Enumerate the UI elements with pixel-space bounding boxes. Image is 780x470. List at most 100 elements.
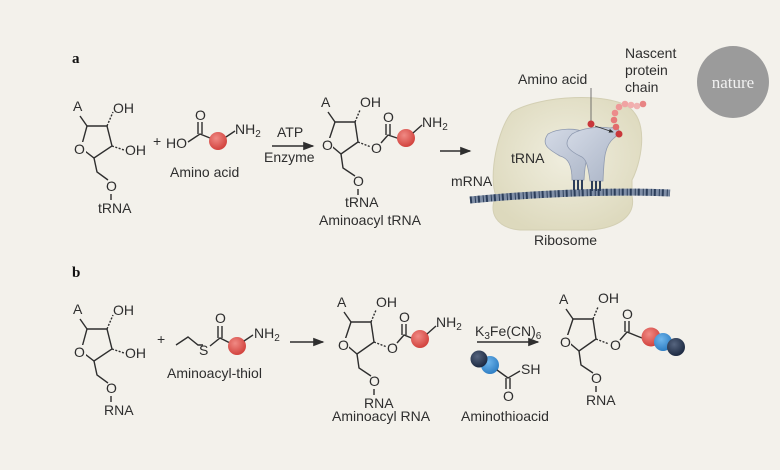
ribose-rna-reactant: A O OH OH O RNA <box>73 301 146 418</box>
hydroxyl-top: OH <box>360 94 381 110</box>
ester-oxygen: O <box>387 340 398 356</box>
wedge-bond <box>327 111 336 123</box>
trna-label: tRNA <box>511 150 545 166</box>
peptide-transfer-arrow <box>594 125 614 133</box>
nascent-label: Nascent <box>625 45 676 61</box>
adenine-label: A <box>337 294 347 310</box>
thiol-label: SH <box>521 361 540 377</box>
carbonyl-double-bond <box>385 124 391 135</box>
trna-attached-label: tRNA <box>345 194 379 210</box>
aminoacyl-trna-caption: Aminoacyl tRNA <box>319 212 422 228</box>
carbonyl-oxygen: O <box>503 388 514 404</box>
aminoacyl-thiol-caption: Aminoacyl-thiol <box>167 365 262 381</box>
mrna-codons <box>469 188 671 204</box>
ring-oxygen: O <box>322 137 333 153</box>
thioacid-bond <box>496 369 521 379</box>
bond <box>243 334 254 342</box>
carbonyl-double-bond <box>217 326 223 338</box>
anticodon-marks <box>573 180 601 191</box>
amine-label: NH2 <box>422 114 448 133</box>
linker-oxygen: O <box>369 373 380 389</box>
aminoacyl-rna-caption: Aminoacyl RNA <box>332 408 431 424</box>
ring-oxygen: O <box>338 337 349 353</box>
c5-bond <box>340 153 356 177</box>
rna-attached-label: RNA <box>104 402 134 418</box>
bond <box>412 124 423 134</box>
carbonyl-oxygen: O <box>399 309 410 325</box>
hashed-bond <box>370 309 377 323</box>
plus-sign: + <box>157 331 165 347</box>
ethyl-bond <box>175 336 203 346</box>
carbonyl-double-bond <box>197 122 203 134</box>
c5-bond <box>93 360 109 384</box>
amine-label: NH2 <box>235 121 261 140</box>
wedge-bond <box>79 318 88 330</box>
linker-oxygen: O <box>106 380 117 396</box>
linker-oxygen: O <box>106 178 117 194</box>
carbonyl-oxygen: O <box>215 310 226 326</box>
wedge-bond <box>565 308 574 320</box>
adenine-label: A <box>73 98 83 114</box>
amine-label: NH2 <box>436 314 462 333</box>
hydroxyl-top: OH <box>113 100 134 116</box>
hashed-bond <box>106 111 114 127</box>
adenine-label: A <box>559 291 569 307</box>
aminoacyl-trna-molecule: A O OH O O NH2 O tRNA Aminoacyl tRNA <box>319 94 448 228</box>
bond <box>426 325 437 335</box>
hashed-bond <box>354 109 361 123</box>
hashed-bond <box>111 145 125 151</box>
carbonyl-double-bond <box>401 324 407 335</box>
atp-label: ATP <box>277 124 303 140</box>
mrna-label: mRNA <box>451 173 493 189</box>
ester-bond <box>380 134 401 144</box>
panel-b-label: b <box>72 265 80 281</box>
linker-oxygen: O <box>591 370 602 386</box>
amino-acid-caption: Amino acid <box>170 164 239 180</box>
amine-label: NH2 <box>254 325 280 344</box>
rna-attached-label: RNA <box>586 392 616 408</box>
amino-acid-residue-bead <box>228 337 246 355</box>
amino-acid-molecule: HO O NH2 Amino acid <box>166 107 261 180</box>
nascent-chain-beads <box>610 100 647 138</box>
hydroxyl-top: OH <box>598 290 619 306</box>
plus-sign: + <box>153 133 161 149</box>
amino-acid-residue-bead <box>411 330 429 348</box>
hashed-bond <box>373 341 388 348</box>
ring-oxygen: O <box>74 344 85 360</box>
dark-blue-bead <box>667 338 685 356</box>
aminoacyl-rna-peptide-product: A O OH O O O RNA <box>559 290 685 408</box>
aminoacyl-thiol-molecule: S O NH2 Aminoacyl-thiol <box>167 310 280 381</box>
ester-oxygen: O <box>610 337 621 353</box>
ribosome-label: Ribosome <box>534 232 597 248</box>
hashed-bond <box>357 141 372 148</box>
carbonyl-double-bond <box>624 321 630 332</box>
hydroxyl-side: OH <box>125 345 146 361</box>
enzyme-label: Enzyme <box>264 149 315 165</box>
ring-oxygen: O <box>560 334 571 350</box>
dark-blue-bead <box>470 350 488 368</box>
ester-oxygen: O <box>371 140 382 156</box>
aminothioacid-caption: Aminothioacid <box>461 408 549 424</box>
c5-bond <box>356 353 372 377</box>
aminoacyl-rna-molecule: A O OH O O NH2 O RNA Aminoacyl RNA <box>332 294 462 424</box>
nature-logo-circle <box>697 46 769 118</box>
adenine-label: A <box>73 301 83 317</box>
hashed-bond <box>595 338 610 345</box>
ring-oxygen: O <box>74 141 85 157</box>
carbonyl-double-bond <box>505 378 511 389</box>
carbonyl-oxygen: O <box>383 109 394 125</box>
amino-acid-bead <box>587 120 595 128</box>
carbonyl-oxygen: O <box>622 306 633 322</box>
amino-acid-residue-bead <box>209 132 227 150</box>
ribosome-illustration: Amino acid Nascent protein chain tRNA mR… <box>451 45 676 248</box>
hashed-bond <box>592 306 599 320</box>
hydroxyl-top: OH <box>113 302 134 318</box>
chain-label: chain <box>625 79 658 95</box>
nature-logo-text: nature <box>712 73 754 92</box>
hashed-bond <box>106 314 114 330</box>
wedge-bond <box>79 115 88 127</box>
ester-bond <box>619 331 643 341</box>
c5-bond <box>578 350 594 374</box>
thioester-bond <box>209 337 233 347</box>
